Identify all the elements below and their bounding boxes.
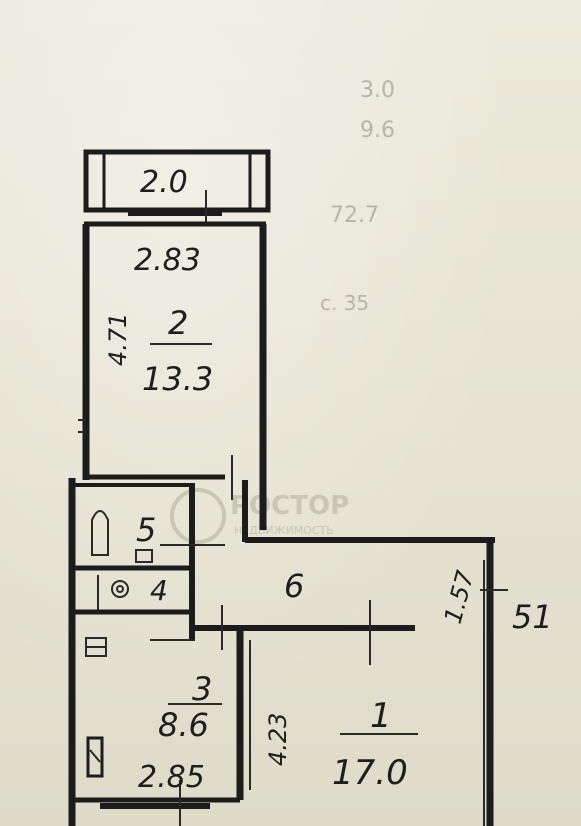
- room2-side: 4.71: [104, 313, 132, 366]
- bathtub-icon: [91, 510, 109, 556]
- fixtures: [85, 510, 508, 778]
- outside-mark: 51: [512, 598, 553, 636]
- bathroom-number: 5: [136, 511, 156, 549]
- hall-side: 1.57: [439, 567, 480, 627]
- fridge-icon: [86, 736, 104, 778]
- kitchen-area: 8.6: [158, 706, 209, 744]
- room2-number: 2: [168, 304, 188, 342]
- room-labels: 2.0 2.83 2 13.3 4.71 5 4 6 1.57 51 3 8.6…: [104, 165, 553, 795]
- sink-icon: [135, 549, 153, 563]
- wc-number: 4: [150, 574, 168, 607]
- watermark: РОСТОР НЕДВИЖИМОСТЬ: [170, 488, 349, 544]
- room1-side: 4.23: [264, 713, 292, 766]
- bg-text-2: 9.6: [360, 118, 395, 143]
- balcony-area: 2.0: [140, 165, 188, 200]
- kitchen-number: 3: [192, 670, 212, 708]
- watermark-subtitle: НЕДВИЖИМОСТЬ: [234, 524, 334, 537]
- walls: [68, 221, 495, 826]
- bg-text-1: 3.0: [360, 78, 395, 103]
- bg-text-3: 72.7: [330, 203, 379, 228]
- balcony: [83, 149, 271, 225]
- room1-area: 17.0: [332, 753, 408, 793]
- room1-number: 1: [370, 696, 392, 736]
- background-text: 3.0 9.6 72.7 с. 35: [320, 78, 395, 315]
- balcony-width: 2.83: [134, 243, 201, 278]
- watermark-logo-icon: [170, 488, 226, 544]
- room2-area: 13.3: [142, 360, 213, 398]
- bg-text-4: с. 35: [320, 291, 369, 315]
- kitchen-width: 2.85: [138, 760, 205, 795]
- hall-number: 6: [284, 567, 304, 605]
- toilet-icon: [111, 580, 129, 598]
- watermark-brand: РОСТОР: [230, 491, 349, 521]
